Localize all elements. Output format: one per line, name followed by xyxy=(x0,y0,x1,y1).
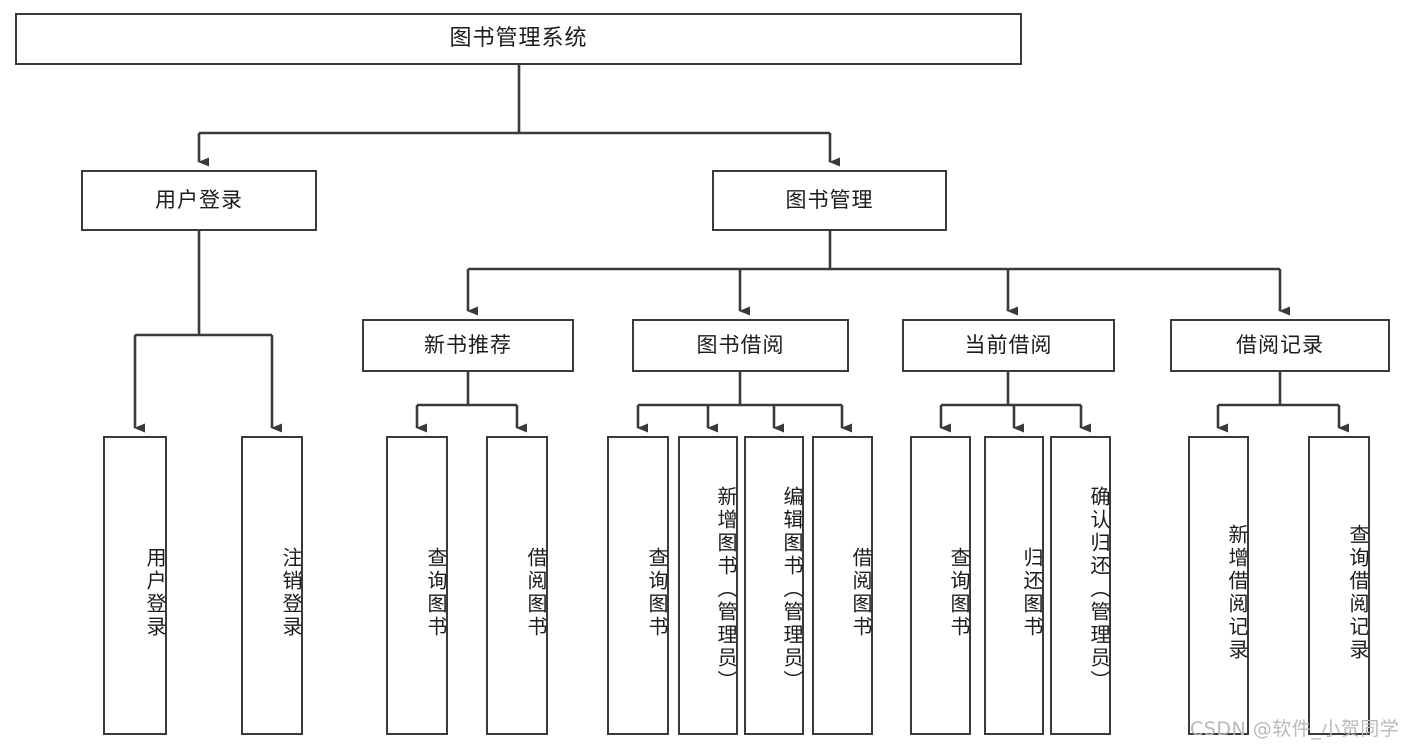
node-leaf-2[interactable]: 查询图书 xyxy=(386,436,448,735)
node-leaf-5[interactable]: 新增图书（管理员） xyxy=(678,436,738,735)
node-leaf-11[interactable]: 新增借阅记录 xyxy=(1188,436,1249,735)
node-root[interactable]: 图书管理系统 xyxy=(15,13,1022,65)
node-level2-0[interactable]: 用户登录 xyxy=(81,170,317,231)
node-leaf-1[interactable]: 注销登录 xyxy=(241,436,303,735)
node-leaf-4[interactable]: 查询图书 xyxy=(607,436,669,735)
csdn-watermark: CSDN @软件_小贺同学 xyxy=(1190,718,1400,740)
node-leaf-12[interactable]: 查询借阅记录 xyxy=(1308,436,1370,735)
node-leaf-0[interactable]: 用户登录 xyxy=(103,436,167,735)
node-level3-3[interactable]: 借阅记录 xyxy=(1170,319,1390,372)
node-leaf-6[interactable]: 编辑图书（管理员） xyxy=(744,436,804,735)
node-leaf-8[interactable]: 查询图书 xyxy=(910,436,971,735)
node-level3-0[interactable]: 新书推荐 xyxy=(362,319,574,372)
node-level3-1[interactable]: 图书借阅 xyxy=(632,319,849,372)
node-leaf-9[interactable]: 归还图书 xyxy=(984,436,1044,735)
node-leaf-7[interactable]: 借阅图书 xyxy=(812,436,873,735)
node-leaf-3[interactable]: 借阅图书 xyxy=(486,436,548,735)
node-level2-1[interactable]: 图书管理 xyxy=(712,170,947,231)
node-level3-2[interactable]: 当前借阅 xyxy=(902,319,1115,372)
node-leaf-10[interactable]: 确认归还（管理员） xyxy=(1050,436,1111,735)
